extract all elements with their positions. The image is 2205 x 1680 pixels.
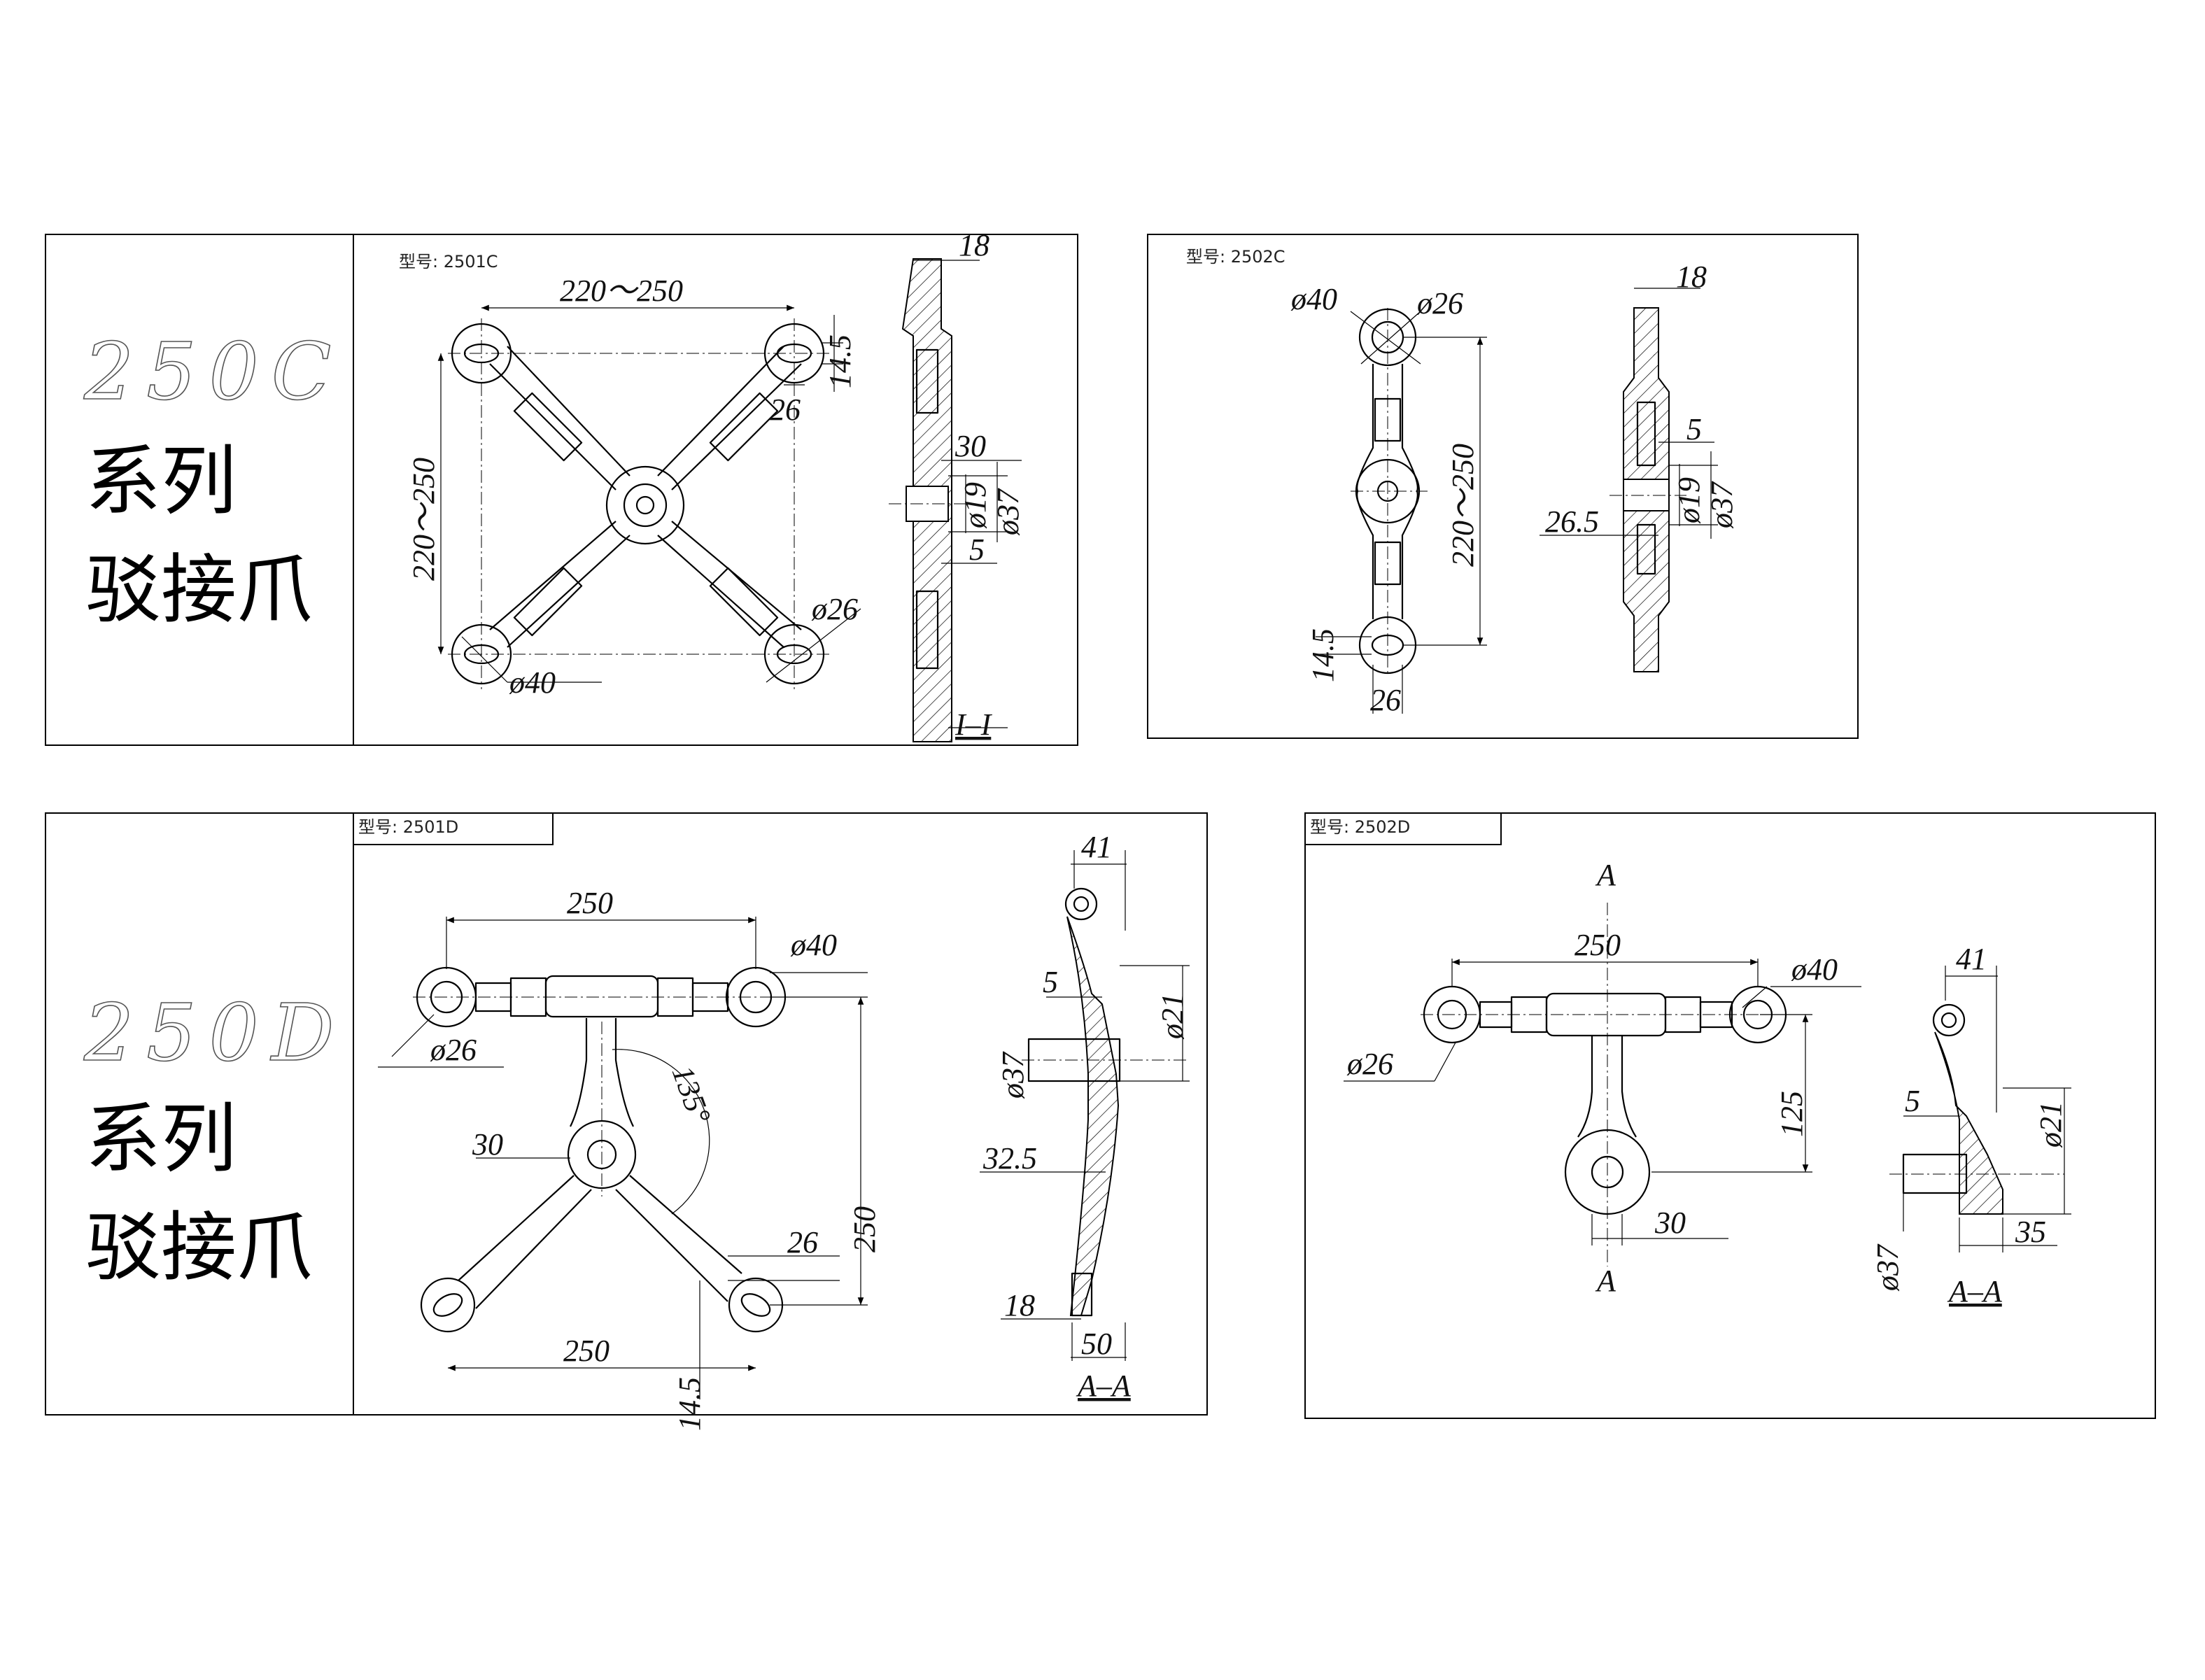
model-2501d: 型号: 2501D <box>353 812 1190 1431</box>
claw-2-arm-front-view <box>1351 308 1428 675</box>
section-dimension-lines <box>1540 288 1718 539</box>
dimension-label: 250 <box>847 1206 882 1252</box>
dimension-label: 5 <box>1686 412 1702 446</box>
claw-3-arm-section-view <box>1022 887 1190 1317</box>
dimension-lines <box>1316 311 1487 714</box>
dimension-label: ø21 <box>2034 1101 2068 1148</box>
dimension-label: 14.5 <box>672 1377 707 1431</box>
dimension-label: ø19 <box>1672 477 1706 524</box>
dimension-label: 30 <box>1654 1206 1686 1240</box>
dimension-label: 18 <box>1004 1288 1035 1322</box>
dimension-lines <box>1344 959 1861 1245</box>
dimension-label: ø26 <box>1346 1047 1393 1081</box>
dimension-label: 32.5 <box>982 1141 1037 1176</box>
dimension-label: 14.5 <box>823 334 857 388</box>
model-label-2502d: 型号: 2502D <box>1310 817 1410 837</box>
dimension-label: 18 <box>1676 260 1707 294</box>
panel-250c: 250C 系列 驳接爪 <box>45 234 1078 746</box>
model-label-2501c: 型号: 2501C <box>399 252 498 271</box>
model-label-box <box>1304 812 1502 845</box>
dimension-label: A <box>1595 858 1616 892</box>
series-label-line1: 系列 <box>85 438 237 525</box>
series-label-line1: 系列 <box>85 1096 237 1183</box>
dimension-label: 220～250 <box>407 458 441 581</box>
dimension-label: ø37 <box>1705 481 1739 529</box>
panel-250d: 250D 系列 驳接爪 <box>45 812 1208 1416</box>
dimension-label: A <box>1595 1264 1616 1298</box>
claw-2-arm-section-view <box>1609 307 1686 672</box>
claw-4-arm-x-front-view <box>448 318 829 689</box>
claw-t-section-view <box>1889 1003 2064 1215</box>
model-2502d: 型号: 2502D A 250 ø40 ø26 12 <box>1304 812 2156 1419</box>
model-label-2502c: 型号: 2502C <box>1186 247 1285 267</box>
dimension-label: ø40 <box>1290 282 1337 316</box>
dimension-label: 125 <box>1775 1091 1809 1137</box>
series-label-line2: 驳接爪 <box>85 1204 312 1292</box>
model-2502d-frame <box>1304 812 2156 1419</box>
model-2502c-frame <box>1147 234 1859 739</box>
dimension-label: ø40 <box>790 928 837 962</box>
dimension-label: 250 <box>1575 928 1621 962</box>
fixing-hole <box>420 1277 476 1333</box>
panel-250c-outer-frame <box>45 234 1078 746</box>
section-label-i-i: I–I <box>954 707 993 742</box>
dimension-lines <box>437 304 861 683</box>
dimension-label: ø26 <box>430 1033 477 1067</box>
series-label-line2: 驳接爪 <box>85 546 312 634</box>
dimension-label: 220～250 <box>1446 444 1480 567</box>
dimension-label: 26 <box>1370 683 1401 717</box>
dimension-label: ø40 <box>509 665 556 700</box>
dimension-label: 35 <box>2015 1215 2046 1249</box>
dimension-label: 30 <box>472 1127 503 1162</box>
dimension-label: ø40 <box>1791 952 1838 987</box>
dimension-label: ø26 <box>1416 286 1463 320</box>
dimension-label: ø37 <box>1871 1243 1905 1292</box>
dimension-label: 26 <box>770 393 801 427</box>
panel-250d-outer-frame <box>45 812 1208 1416</box>
dimension-label: 18 <box>959 228 989 262</box>
series-code-250d: 250D <box>83 988 347 1079</box>
dimension-label: 220～250 <box>560 274 683 308</box>
dimension-label: 30 <box>954 429 986 463</box>
dimension-label: ø37 <box>991 488 1025 536</box>
section-dimension-lines <box>913 260 1022 728</box>
dimension-label: 5 <box>1043 965 1058 999</box>
claw-4-arm-section-view <box>889 258 966 742</box>
claw-3-arm-front-view <box>413 966 791 1333</box>
dimension-label: 14.5 <box>1306 628 1340 682</box>
dimension-label: ø37 <box>996 1051 1030 1099</box>
dimension-label: ø21 <box>1155 993 1190 1040</box>
dimension-label: 41 <box>1081 830 1112 864</box>
section-label-a-a: A–A <box>1947 1274 2003 1308</box>
dimension-label: 26 <box>787 1225 818 1259</box>
dimension-label: 135° <box>665 1061 718 1128</box>
series-code-250c: 250C <box>83 327 344 418</box>
dimension-label: 250 <box>563 1334 610 1368</box>
model-2501c: 型号: 2501C <box>399 228 1025 742</box>
dimension-label: 50 <box>1081 1327 1112 1361</box>
dimension-label: 5 <box>969 532 985 567</box>
section-dimension-lines <box>1903 966 2071 1252</box>
dimension-label: ø19 <box>958 482 992 529</box>
dimension-label: ø26 <box>811 592 858 626</box>
dimension-lines <box>378 917 868 1399</box>
model-2502c: 型号: 2502C ø40 ø26 220～250 14.5 26 <box>1147 234 1859 739</box>
dimension-label: 5 <box>1905 1084 1920 1118</box>
model-label-2501d: 型号: 2501D <box>358 817 458 837</box>
section-label-a-a: A–A <box>1076 1369 1132 1403</box>
model-label-box <box>353 812 554 845</box>
section-dimension-lines <box>980 850 1190 1361</box>
dimension-label: 41 <box>1956 942 1987 976</box>
dimension-label: 26.5 <box>1545 504 1599 539</box>
dimension-label: 250 <box>567 886 613 920</box>
